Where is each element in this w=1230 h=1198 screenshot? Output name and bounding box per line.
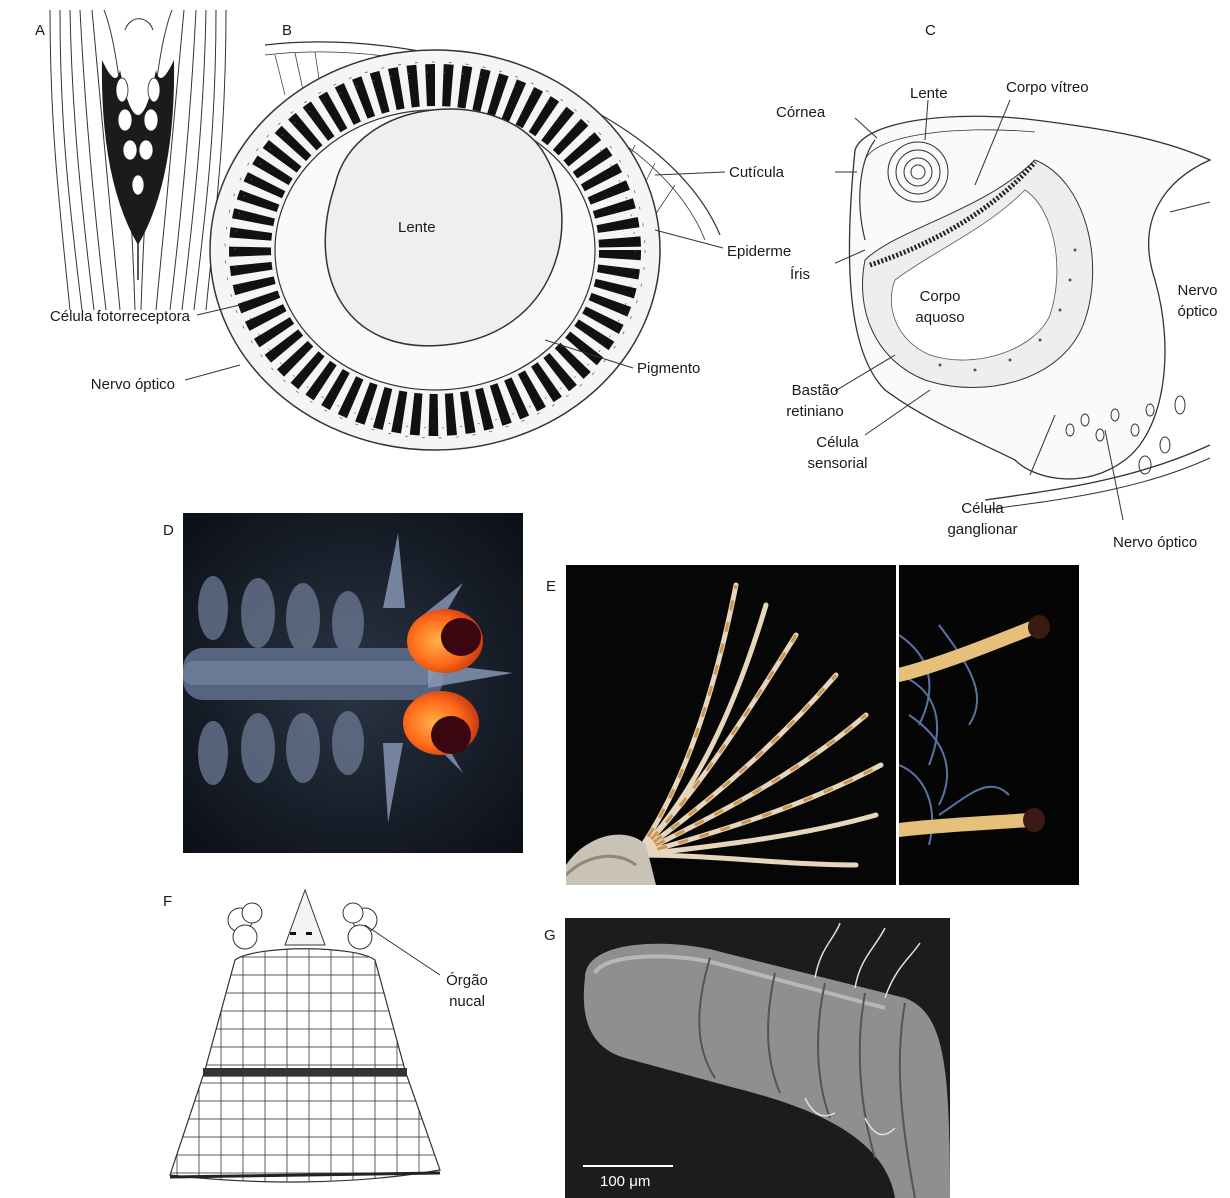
panel-c-eye-drawing xyxy=(835,100,1220,520)
panel-letter-g: G xyxy=(544,927,556,944)
label-sensory-cell-2: sensorial xyxy=(795,454,880,473)
label-optic-nerve-a: Nervo óptico xyxy=(10,375,175,394)
panel-b-eye-drawing xyxy=(185,35,735,475)
label-ganglion-cell-2: ganglionar xyxy=(935,520,1030,539)
panel-e-photo-eye-tentacles xyxy=(899,565,1079,885)
panel-letter-c: C xyxy=(925,22,936,39)
label-sensory-cell-1: Célula xyxy=(795,433,880,452)
panel-g-sem-micrograph xyxy=(565,918,950,1198)
label-photoreceptor-cell: Célula fotorreceptora xyxy=(10,307,190,326)
label-retinal-rod-1: Bastão xyxy=(775,381,855,400)
label-cornea: Córnea xyxy=(776,103,825,122)
panel-e-photo-fan-worm xyxy=(566,565,896,885)
label-cuticle: Cutícula xyxy=(729,163,784,182)
panel-letter-d: D xyxy=(163,522,174,539)
scale-bar-label: 100 μm xyxy=(600,1172,650,1191)
label-aqueous-body-2: aquoso xyxy=(900,308,980,327)
label-nuchal-organ-2: nucal xyxy=(432,992,502,1011)
panel-f-larva-drawing xyxy=(155,885,455,1195)
label-optic-nerve-bottom: Nervo óptico xyxy=(1113,533,1197,552)
label-iris: Íris xyxy=(790,265,810,284)
label-aqueous-body-1: Corpo xyxy=(900,287,980,306)
label-nuchal-organ-1: Órgão xyxy=(432,971,502,990)
label-epidermis: Epiderme xyxy=(727,242,791,261)
label-lens-b: Lente xyxy=(398,218,436,237)
label-retinal-rod-2: retiniano xyxy=(775,402,855,421)
label-optic-nerve-top-2: óptico xyxy=(1165,302,1230,321)
label-pigment: Pigmento xyxy=(637,359,700,378)
panel-letter-e: E xyxy=(546,578,556,595)
label-vitreous-body: Corpo vítreo xyxy=(1006,78,1089,97)
panel-d-photo-worm-eyes xyxy=(183,513,523,853)
label-lens-c: Lente xyxy=(910,84,948,103)
label-optic-nerve-top-1: Nervo xyxy=(1165,281,1230,300)
label-ganglion-cell-1: Célula xyxy=(935,499,1030,518)
